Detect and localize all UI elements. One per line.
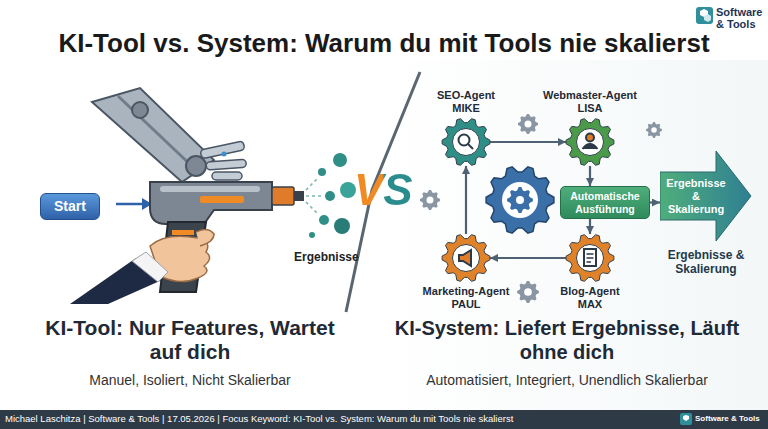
- gear-icon: [583, 134, 598, 150]
- footer-logo-icon: [680, 413, 692, 425]
- label: VS: [354, 166, 413, 214]
- magnifier-handle: [468, 144, 473, 149]
- gear-shape: [566, 118, 614, 166]
- title: KI-Tool vs. System: Warum du mit Tools n…: [0, 28, 768, 58]
- small-gear-hole: [525, 121, 532, 128]
- spray-dots: [306, 153, 356, 238]
- start-node: Start: [40, 193, 100, 220]
- connector: [650, 201, 660, 203]
- label: Software & Tools: [695, 414, 760, 424]
- gear-node: Webmaster-Agent LISA: [566, 118, 614, 166]
- gear-node: SEO-Agent MIKE: [442, 118, 490, 166]
- gear-icon: [584, 249, 596, 266]
- gear-shape: [566, 234, 614, 282]
- central-gear-hub: [502, 182, 538, 218]
- drill-gun: [150, 182, 304, 292]
- human-hand: [70, 229, 214, 304]
- box-node: Automatische Ausführung: [560, 186, 650, 219]
- connector: [490, 141, 566, 143]
- start-label: Start: [54, 198, 86, 215]
- gear-hub: [453, 129, 480, 156]
- small-gear-hole: [427, 197, 434, 204]
- small-gear: [517, 281, 539, 303]
- label: Ergebnisse & Skalierung: [658, 248, 754, 276]
- person-head: [586, 134, 594, 142]
- divider-slash: [346, 72, 420, 312]
- connector: [589, 219, 591, 234]
- small-gear: [646, 122, 662, 138]
- label: KI-Tool: Nur Features, Wartet auf dich: [40, 316, 340, 364]
- person-body: [583, 144, 598, 149]
- gear-node: Blog-Agent MAX: [566, 234, 614, 282]
- start-arrow: [116, 198, 152, 210]
- small-gear-hole: [651, 127, 657, 133]
- arrow-text-box: Ergebnisse & Skalierung: [660, 172, 732, 220]
- footer-bar: [0, 410, 768, 429]
- gear-node: Marketing-Agent PAUL: [442, 234, 490, 282]
- arrow-label: Ergebnisse & Skalierung: [665, 177, 727, 216]
- gear-hub: [577, 129, 604, 156]
- connector: [490, 257, 566, 259]
- connector: [465, 166, 467, 234]
- decor-gears: [420, 114, 662, 303]
- label: Software & Tools: [716, 6, 768, 30]
- label: Manuel, Isoliert, Nicht Skalierbar: [30, 372, 350, 389]
- gear-body: [566, 235, 614, 282]
- gear-body: [442, 235, 490, 282]
- gear-hub: [577, 245, 604, 272]
- right-ground: [384, 60, 768, 410]
- small-gear: [518, 114, 538, 134]
- arrow-node: Ergebnisse & Skalierung: [660, 150, 752, 242]
- magnifier-lens: [459, 135, 470, 146]
- connector: [589, 166, 591, 186]
- megaphone: [459, 250, 471, 266]
- agent-label: Blog-Agent MAX: [550, 285, 630, 311]
- label: Ergebnisse: [294, 250, 359, 264]
- gear-hub: [453, 245, 480, 272]
- gear-shape: [442, 118, 490, 166]
- central-gear-icon: [507, 187, 533, 213]
- box-label: Automatische Ausführung: [565, 190, 645, 215]
- gear-body: [442, 119, 490, 166]
- agent-label: Webmaster-Agent LISA: [537, 89, 643, 115]
- gear-icon: [459, 250, 471, 266]
- small-gear: [420, 190, 440, 210]
- label: Automatisiert, Integriert, Unendlich Ska…: [392, 372, 742, 389]
- central-gear: [486, 167, 554, 233]
- label: KI-System: Liefert Ergebnisse, Läuft ohn…: [392, 316, 742, 364]
- central-gear-dot: [516, 196, 524, 204]
- agent-label: Marketing-Agent PAUL: [414, 285, 518, 311]
- big-arrow: [660, 151, 751, 241]
- arrow-shape: [660, 150, 752, 242]
- agent-label: SEO-Agent MIKE: [426, 89, 506, 115]
- doc-page: [584, 249, 596, 266]
- gear-body: [566, 119, 614, 166]
- small-gear-hole: [524, 288, 532, 296]
- robot-hand: [92, 88, 246, 182]
- gear-icon: [459, 135, 474, 150]
- label: Michael Laschitza | Software & Tools | 1…: [5, 413, 513, 425]
- doc-lines: [587, 254, 594, 262]
- gear-shape: [442, 234, 490, 282]
- logo-icon: [696, 7, 713, 24]
